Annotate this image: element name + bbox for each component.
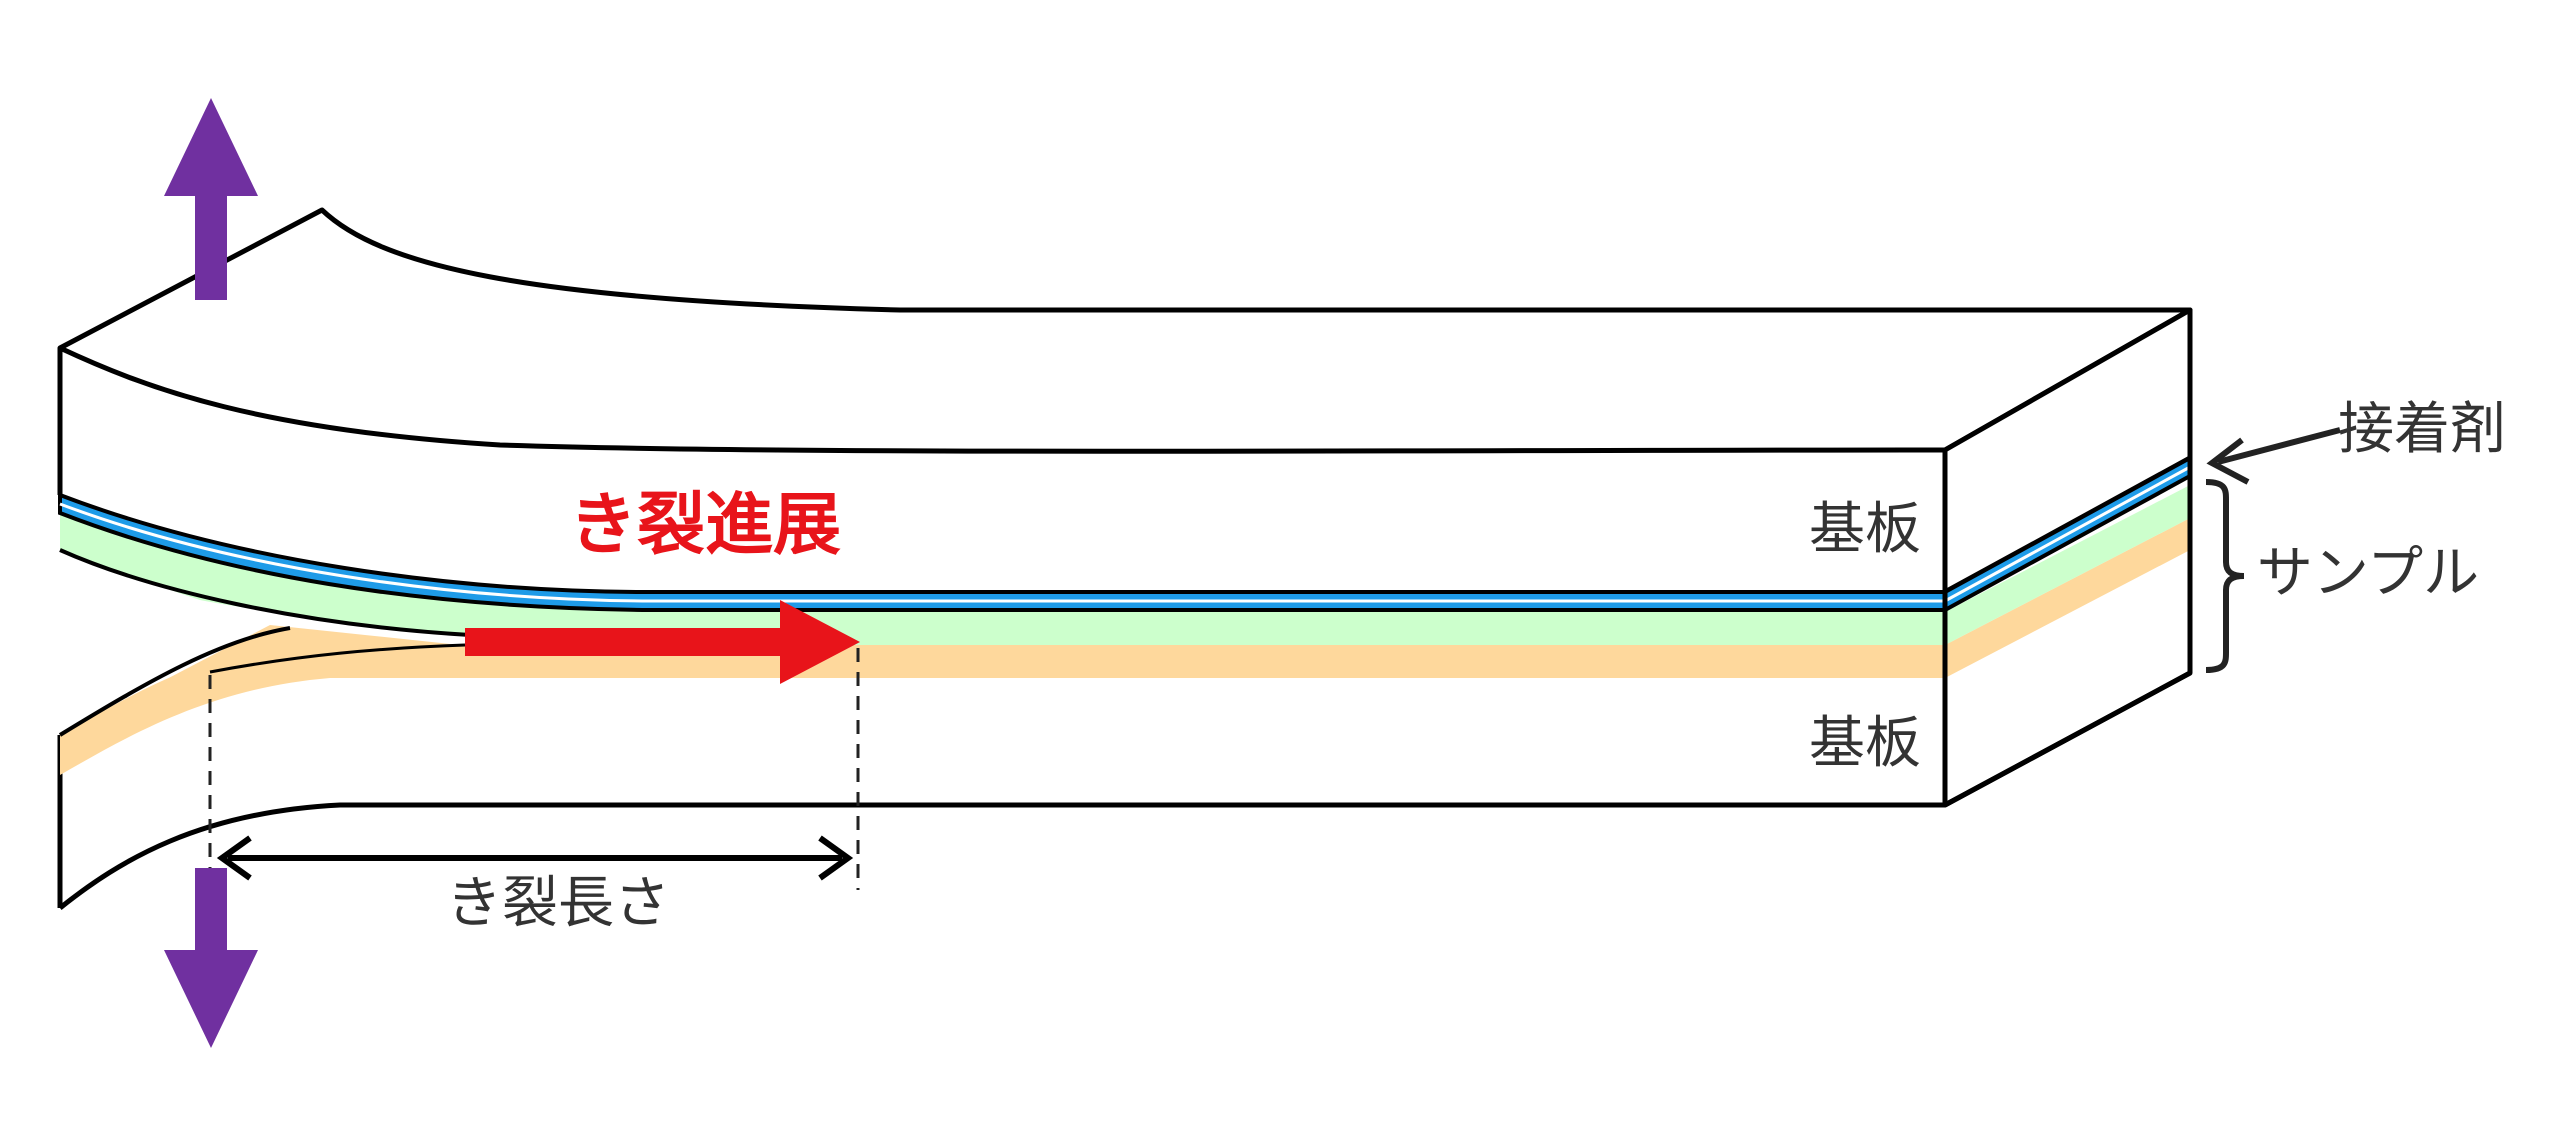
sample-brace	[2205, 479, 2245, 673]
substrate-bottom-label: 基板	[1809, 711, 1921, 776]
crack-length-dimension	[208, 648, 860, 890]
crack-growth-arrow	[465, 600, 860, 684]
substrate-top-label: 基板	[1809, 497, 1921, 562]
adhesive-pointer-arrow	[2206, 427, 2341, 485]
load-arrow-down	[164, 868, 258, 1048]
crack-length-label: き裂長さ	[446, 871, 670, 936]
sample-label: サンプル	[2257, 541, 2479, 606]
adhesive-label: 接着剤	[2338, 397, 2506, 462]
load-arrow-up	[164, 98, 258, 300]
crack-growth-label: き裂進展	[569, 486, 841, 565]
outline-strokes	[1942, 310, 2193, 808]
